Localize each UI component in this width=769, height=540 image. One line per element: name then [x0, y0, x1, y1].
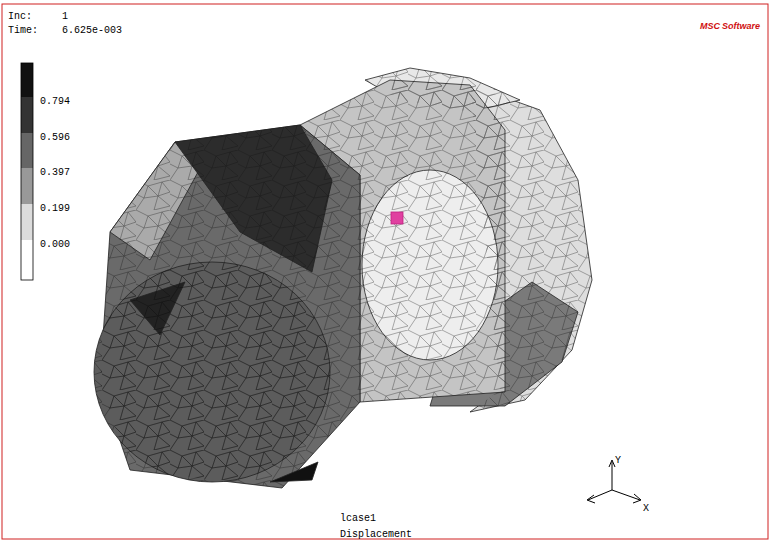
time-label: Time:: [8, 25, 38, 37]
scale-value-box: 0.199: [40, 198, 70, 216]
load-case-box: lcase1: [340, 508, 376, 526]
axis-label: Y: [615, 455, 621, 467]
step-value: 1: [62, 11, 68, 23]
logo-text: MSC: [700, 20, 720, 32]
step-label: Inc:: [8, 11, 32, 23]
result-name: Displacement: [340, 529, 412, 540]
scale-value-box: 0.000: [40, 234, 70, 252]
scale-value: 0.199: [40, 203, 70, 215]
scale-value: 0.000: [40, 239, 70, 251]
logo-text: Software: [722, 20, 760, 32]
time-value: 6.625e-003: [62, 25, 122, 37]
logo-text-box: MSC: [700, 16, 720, 34]
time-value-box: 6.625e-003: [62, 20, 122, 38]
frame: [2, 4, 768, 539]
scale-value: 0.596: [40, 132, 70, 144]
axis-label-box: X: [643, 498, 649, 516]
axis-triad: [587, 460, 641, 503]
scale-value-box: 0.596: [40, 127, 70, 145]
step-label-box: Inc:: [8, 6, 32, 24]
scale-value: 0.397: [40, 167, 70, 179]
result-name-box: Displacement: [340, 524, 412, 540]
time-label-box: Time:: [8, 20, 38, 38]
mesh-model: [94, 68, 592, 488]
load-case: lcase1: [340, 513, 376, 525]
step-value-box: 1: [62, 6, 68, 24]
scale-value-box: 0.794: [40, 91, 70, 109]
scale-value-box: 0.397: [40, 162, 70, 180]
axis-label-box: Y: [615, 450, 621, 468]
node-marker: [391, 212, 403, 224]
color-bar: [21, 63, 33, 280]
axis-label: X: [643, 503, 649, 515]
scale-value: 0.794: [40, 96, 70, 108]
logo-text-box: Software: [722, 16, 760, 34]
